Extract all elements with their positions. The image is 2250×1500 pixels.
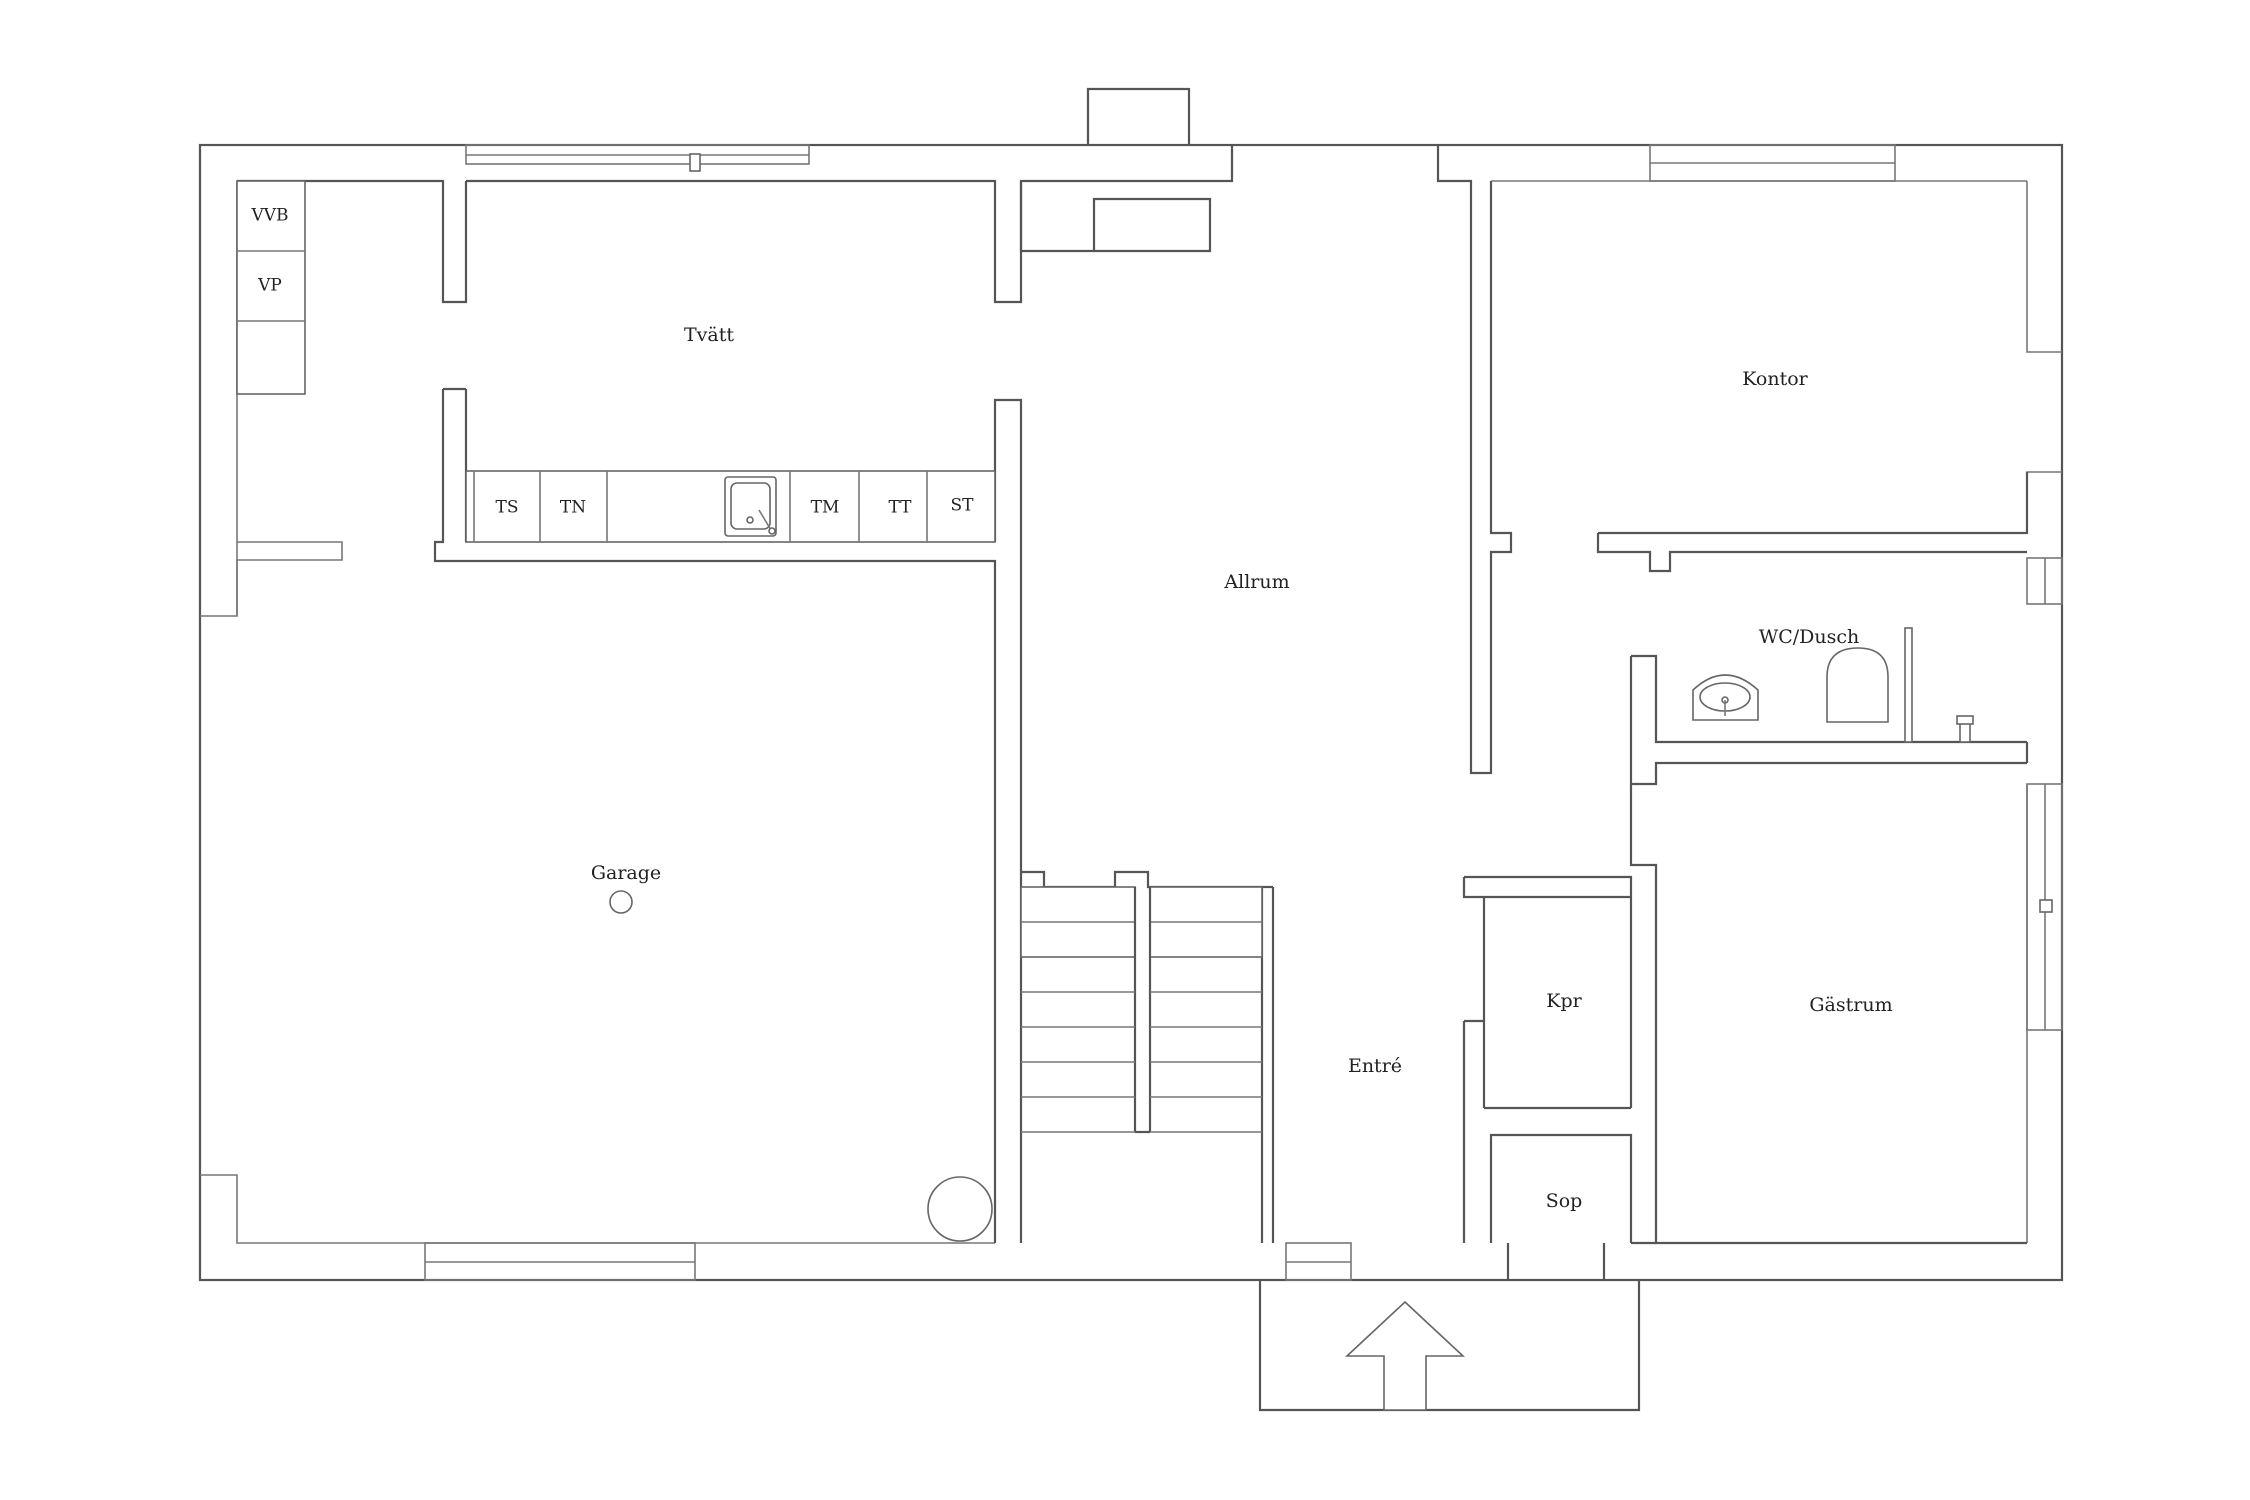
label-ts: TS [496, 498, 519, 518]
label-garage: Garage [591, 862, 661, 884]
sop-walls [1489, 1133, 1633, 1243]
chimney-top [1086, 87, 1191, 145]
kontor-wc-wall [1596, 533, 2027, 573]
label-vp: VP [257, 276, 282, 296]
label-vvb: VVB [250, 206, 288, 226]
label-gastrum: Gästrum [1809, 994, 1892, 1016]
floor-drain-icon [609, 890, 633, 914]
toilet-icon [1826, 647, 1889, 723]
label-tn: TN [560, 498, 586, 518]
vvb-vp-cabinet [236, 180, 306, 395]
outer-wall-outline [198, 143, 2064, 1282]
allrum-kontor-wall [1436, 145, 1513, 775]
label-st: ST [951, 496, 975, 516]
round-tank-icon [927, 1176, 993, 1242]
entrance-arrow-icon [1344, 1300, 1466, 1411]
kontor-walls [1436, 145, 2029, 775]
windows [424, 144, 2063, 1281]
staircase [1020, 870, 1275, 1243]
tvatt-walls [236, 145, 1234, 1243]
inner-wall-line [2026, 181, 2062, 353]
label-kpr: Kpr [1546, 990, 1582, 1012]
label-tvatt: Tvätt [684, 324, 734, 346]
tvatt-top-wall [466, 145, 1234, 304]
wc-bottom-wall [1629, 656, 2027, 786]
inner-wall-line [2026, 471, 2062, 532]
label-entre: Entré [1348, 1055, 1402, 1077]
window-handle [689, 153, 701, 172]
entrance-porch [1258, 1280, 1641, 1412]
appliance-labels: VVB VP TS TN TM TT ST [250, 206, 974, 518]
allrum-left-wall [993, 398, 1023, 1243]
shower-screen [1904, 627, 1913, 743]
tvatt-left-wall [237, 179, 468, 304]
garage-fixtures [609, 890, 993, 1242]
chimney-block [1019, 181, 1212, 253]
room-labels: Tvätt Allrum Kontor WC/Dusch Garage Kpr … [591, 324, 1893, 1212]
window-handle [2039, 899, 2053, 913]
laundry-counter [465, 470, 996, 543]
inner-wall-line-bottom [200, 1174, 995, 1244]
label-allrum: Allrum [1223, 571, 1289, 593]
lower-right-walls [1462, 784, 2027, 1280]
inner-wall-notch [200, 541, 343, 617]
label-sop: Sop [1546, 1190, 1583, 1212]
label-tm: TM [811, 498, 840, 518]
kpr-top-wall [1464, 875, 1633, 1108]
outer-walls [198, 87, 2064, 1282]
tvatt-garage-wall [433, 389, 997, 1243]
label-wc-dusch: WC/Dusch [1759, 626, 1860, 648]
entrance [1258, 1280, 1641, 1412]
label-kontor: Kontor [1742, 368, 1808, 390]
wc-walls [1629, 627, 2029, 786]
gastrum-left-wall [1629, 784, 2027, 1245]
label-tt: TT [889, 498, 913, 518]
